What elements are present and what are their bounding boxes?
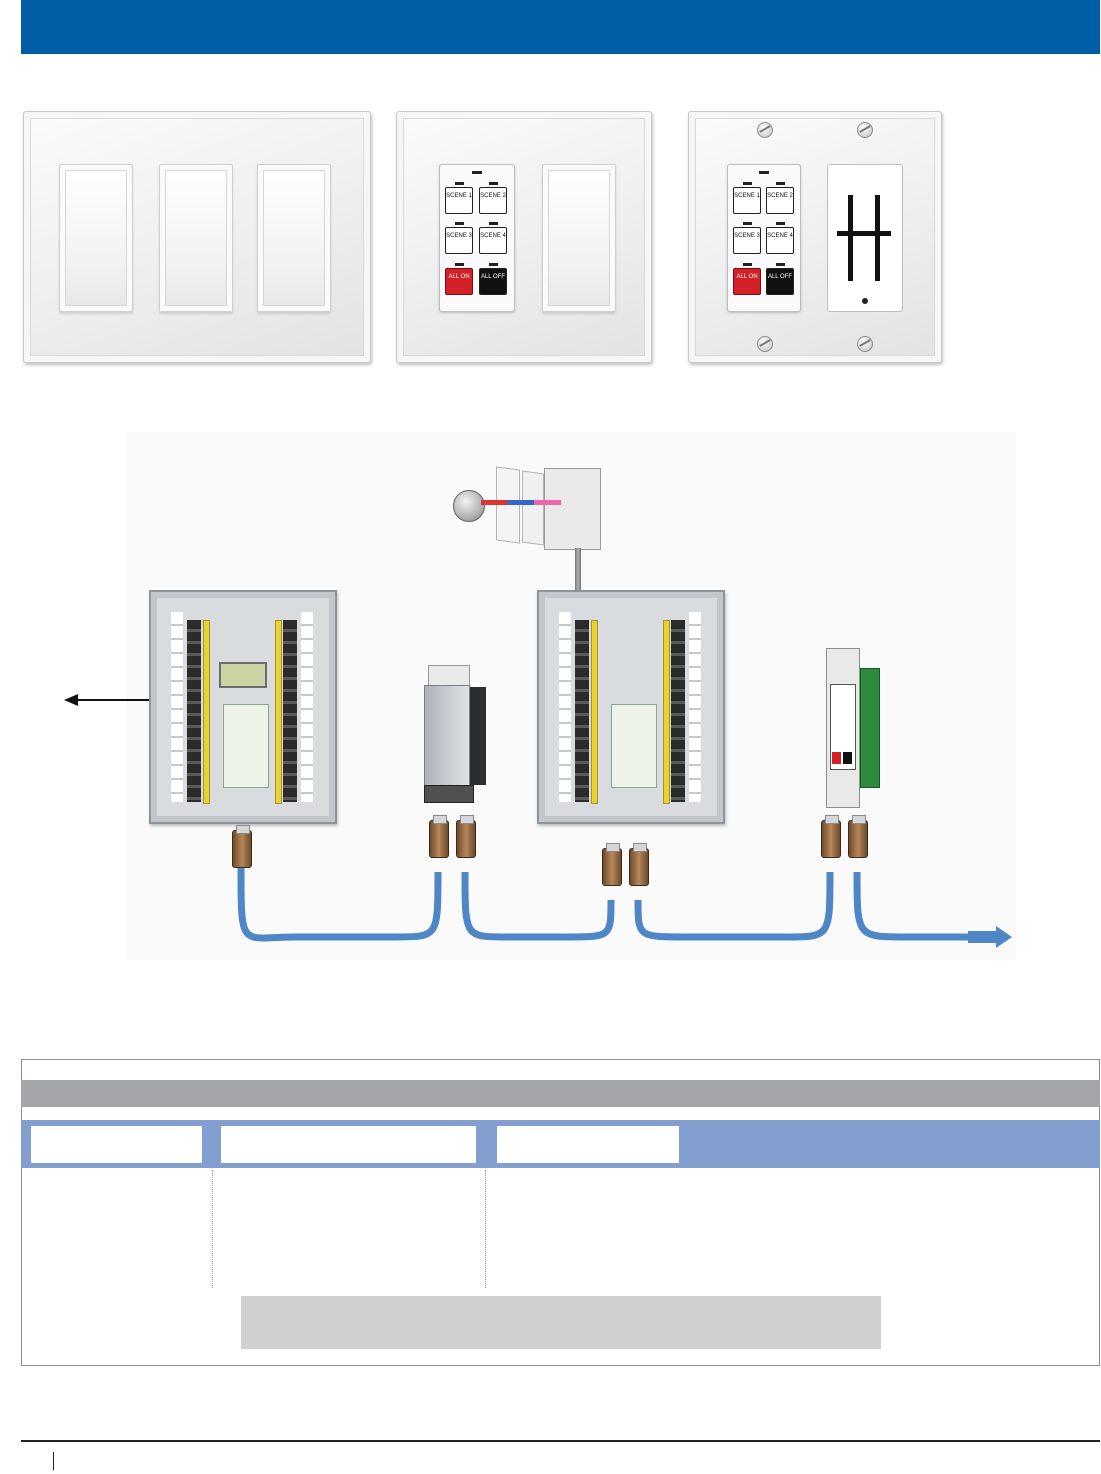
lcd-display — [219, 662, 267, 688]
wire-bundle — [481, 500, 561, 505]
slider-track — [875, 195, 880, 281]
rocker-switch — [59, 164, 133, 312]
scene-2-button[interactable]: SCENE 2 — [479, 182, 507, 214]
screw-icon — [757, 122, 773, 138]
header-cell — [221, 1126, 476, 1163]
label-strip — [171, 612, 183, 802]
arrow-left-icon — [64, 694, 158, 706]
rj45-connector — [602, 843, 622, 886]
header-band — [21, 0, 1100, 54]
device-face — [424, 685, 470, 787]
all-off-button[interactable]: ALL OFF — [479, 263, 507, 295]
all-on-button — [832, 752, 841, 764]
dual-slider-dimmer — [827, 164, 903, 312]
screw-icon — [857, 122, 873, 138]
rj45-connector — [848, 815, 868, 858]
screw-icon — [857, 336, 873, 352]
relay-bank — [187, 620, 201, 802]
wallplate-keypad-rocker: SCENE 1 SCENE 2 SCENE 3 SCENE 4 ALL ON A… — [396, 111, 652, 363]
arrow-right-icon — [968, 926, 1012, 948]
all-on-button[interactable]: ALL ON — [445, 263, 473, 295]
control-board — [223, 704, 269, 788]
control-board — [611, 704, 657, 788]
spec-table — [21, 1059, 1100, 1366]
rocker-switch — [257, 164, 331, 312]
dimmer-knob — [453, 490, 485, 522]
rj45-connector — [821, 815, 841, 858]
header-cell — [497, 1126, 679, 1163]
header-cell — [31, 1126, 202, 1163]
label-strip — [301, 612, 313, 802]
slider-handle[interactable] — [837, 231, 864, 236]
mounting-strap — [424, 785, 474, 803]
circuit-board — [860, 668, 880, 788]
network-diagram — [64, 432, 1016, 960]
all-off-button — [843, 752, 852, 764]
rj45-connector — [232, 825, 252, 868]
wallplate-three-gang — [23, 111, 371, 363]
relay-panel — [537, 590, 725, 824]
scene-keypad: SCENE 1 SCENE 2 SCENE 3 SCENE 4 ALL ON A… — [439, 164, 515, 312]
status-led — [862, 298, 868, 304]
wall-dimmer-device — [424, 665, 486, 803]
slider-track — [848, 195, 853, 281]
scene-1-button[interactable]: SCENE 1 — [733, 182, 761, 214]
rocker-switch — [159, 164, 233, 312]
rocker-switch — [542, 164, 616, 312]
relay-bank — [283, 620, 297, 802]
keypad-with-board — [826, 648, 886, 808]
all-on-button[interactable]: ALL ON — [733, 263, 761, 295]
relay-bank — [671, 620, 685, 802]
network-cables — [237, 867, 976, 942]
table-title-band — [21, 1080, 1100, 1107]
label-strip — [689, 612, 701, 802]
scene-3-button[interactable]: SCENE 3 — [445, 222, 473, 254]
bus-bar — [203, 620, 210, 804]
bus-bar — [275, 620, 282, 804]
table-note-box — [241, 1296, 881, 1349]
column-divider — [212, 1170, 213, 1288]
footer-rule — [21, 1440, 1100, 1442]
scene-1-button[interactable]: SCENE 1 — [445, 182, 473, 214]
rj45-connector — [429, 815, 449, 858]
all-off-button[interactable]: ALL OFF — [766, 263, 794, 295]
rj45-connector — [456, 815, 476, 858]
scene-keypad: SCENE 1 SCENE 2 SCENE 3 SCENE 4 ALL ON A… — [727, 164, 801, 312]
bus-bar — [591, 620, 598, 804]
screw-icon — [757, 336, 773, 352]
status-led — [472, 171, 482, 174]
wire-cable — [575, 548, 581, 594]
scene-4-button[interactable]: SCENE 4 — [766, 222, 794, 254]
scene-4-button[interactable]: SCENE 4 — [479, 222, 507, 254]
label-strip — [559, 612, 571, 802]
footer-divider — [53, 1452, 54, 1470]
column-divider — [485, 1170, 486, 1288]
scene-2-button[interactable]: SCENE 2 — [766, 182, 794, 214]
junction-box — [544, 468, 601, 550]
relay-bank — [575, 620, 589, 802]
status-led — [759, 171, 769, 174]
rj45-connector — [629, 843, 649, 886]
bus-bar — [663, 620, 670, 804]
wallplate-keypad-slider: SCENE 1 SCENE 2 SCENE 3 SCENE 4 ALL ON A… — [688, 111, 942, 363]
scene-3-button[interactable]: SCENE 3 — [733, 222, 761, 254]
relay-panel — [149, 590, 337, 824]
slider-handle[interactable] — [864, 231, 891, 236]
